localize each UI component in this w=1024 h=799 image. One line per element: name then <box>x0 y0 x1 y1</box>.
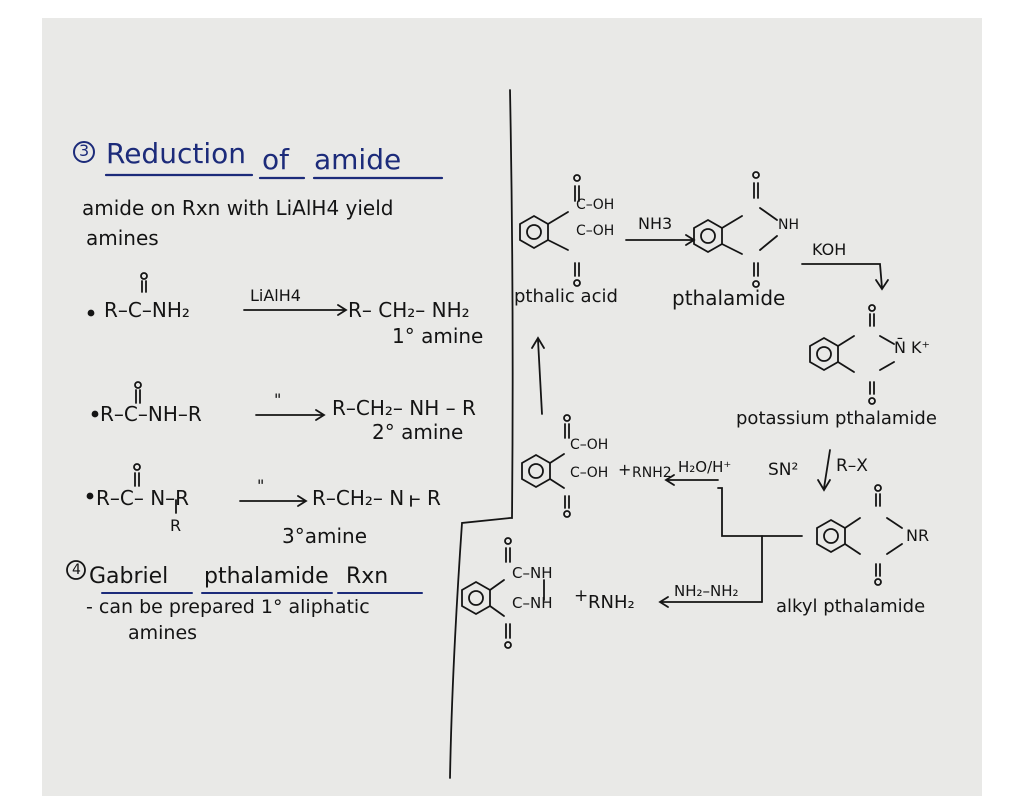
hydrazide-group-2: C–NH <box>512 594 553 612</box>
reaction-3-reactant: R–C– N–R <box>96 486 190 510</box>
benzene-ring <box>521 453 551 489</box>
reagent-nh3: NH3 <box>638 214 673 233</box>
alkyl-nr: NR <box>906 526 930 545</box>
hydrazide-product: RNH₂ <box>588 592 635 613</box>
reaction-3-product: R–CH₂– N – R <box>312 486 441 510</box>
phthalic-acid-group-2: C–OH <box>576 223 615 239</box>
reaction-arrow <box>255 409 326 421</box>
reaction-2-product: R–CH₂– NH – R <box>332 396 476 420</box>
benzene-ring <box>816 518 846 554</box>
hydrolysis-group-2: C–OH <box>570 465 609 481</box>
label-pthalic-acid: pthalic acid <box>514 286 618 307</box>
reaction-1-reactant: R–C–NH₂ <box>104 298 190 322</box>
hydrolysis-group-1: C–OH <box>570 437 609 453</box>
hydrazide-group-1: C–NH <box>512 564 553 582</box>
hydrolysis-plus: + <box>618 460 632 479</box>
benzene-ring <box>461 580 491 616</box>
reagent-rx: R–X <box>836 456 868 476</box>
phthalic-acid-group-1: C–OH <box>576 197 615 213</box>
heading-amide: amide <box>314 143 402 176</box>
heading-pthalamide: pthalamide <box>204 564 329 589</box>
reaction-arrow <box>664 474 719 486</box>
reagent-hydrazine: NH₂–NH₂ <box>674 582 739 600</box>
reaction-3-label: 3°amine <box>282 524 367 548</box>
section-4-circle <box>66 560 86 580</box>
label-potassium-pthalamide: potassium pthalamide <box>736 408 937 429</box>
bullet <box>87 309 95 317</box>
reagent-koh: KOH <box>812 240 847 259</box>
intro-line-1: amide on Rxn with LiAlH4 yield <box>82 196 394 220</box>
heading-reduction: Reduction <box>106 137 246 170</box>
reaction-1-label: 1° amine <box>392 324 484 348</box>
reaction-arrow <box>801 263 889 291</box>
reagent-sn2: SN² <box>768 460 799 480</box>
reaction-arrow <box>243 304 348 316</box>
benzene-ring <box>519 214 549 250</box>
bullet <box>86 492 94 500</box>
bullet <box>91 410 99 418</box>
reaction-arrow <box>817 449 831 492</box>
section-3-circle <box>73 141 95 163</box>
vertical-divider <box>449 89 514 779</box>
reaction-3-substituent: R <box>170 516 182 535</box>
reaction-arrow <box>625 234 696 246</box>
whiteboard: 3 Reduction of amide amide on Rxn with L… <box>42 18 982 796</box>
hydrazide-plus: + <box>574 586 589 606</box>
heading-of: of <box>262 143 289 176</box>
gabriel-line-1: - can be prepared 1° aliphatic <box>86 596 370 618</box>
heading-underline <box>104 173 444 180</box>
benzene-ring <box>693 218 723 254</box>
reaction-2-label: 2° amine <box>372 420 464 444</box>
reagent-h2o-h: H₂O/H⁺ <box>678 458 732 476</box>
reaction-arrow <box>239 495 308 507</box>
reaction-2-reactant: R–C–NH–R <box>100 402 202 426</box>
reaction-3-reagent: " <box>257 476 265 495</box>
potassium-n-k: N̄ K⁺ <box>894 338 930 357</box>
label-pthalamide: pthalamide <box>672 286 786 310</box>
section-3-number: 3 <box>79 141 90 160</box>
pthalamide-nh: NH <box>778 217 799 233</box>
reaction-1-reagent: LiAlH4 <box>250 286 301 305</box>
heading-gabriel: Gabriel <box>89 564 169 589</box>
hydrolysis-product: RNH2 <box>632 465 672 481</box>
reaction-arrow <box>531 336 545 415</box>
label-alkyl-pthalamide: alkyl pthalamide <box>776 596 926 617</box>
benzene-ring <box>809 336 839 372</box>
intro-line-2: amines <box>86 226 159 250</box>
reaction-2-reagent: " <box>274 390 282 409</box>
reaction-arrow <box>658 596 763 608</box>
heading-rxn: Rxn <box>346 564 389 589</box>
gabriel-line-2: amines <box>128 622 198 644</box>
section-4-number: 4 <box>72 562 81 578</box>
reaction-1-product: R– CH₂– NH₂ <box>348 298 470 322</box>
